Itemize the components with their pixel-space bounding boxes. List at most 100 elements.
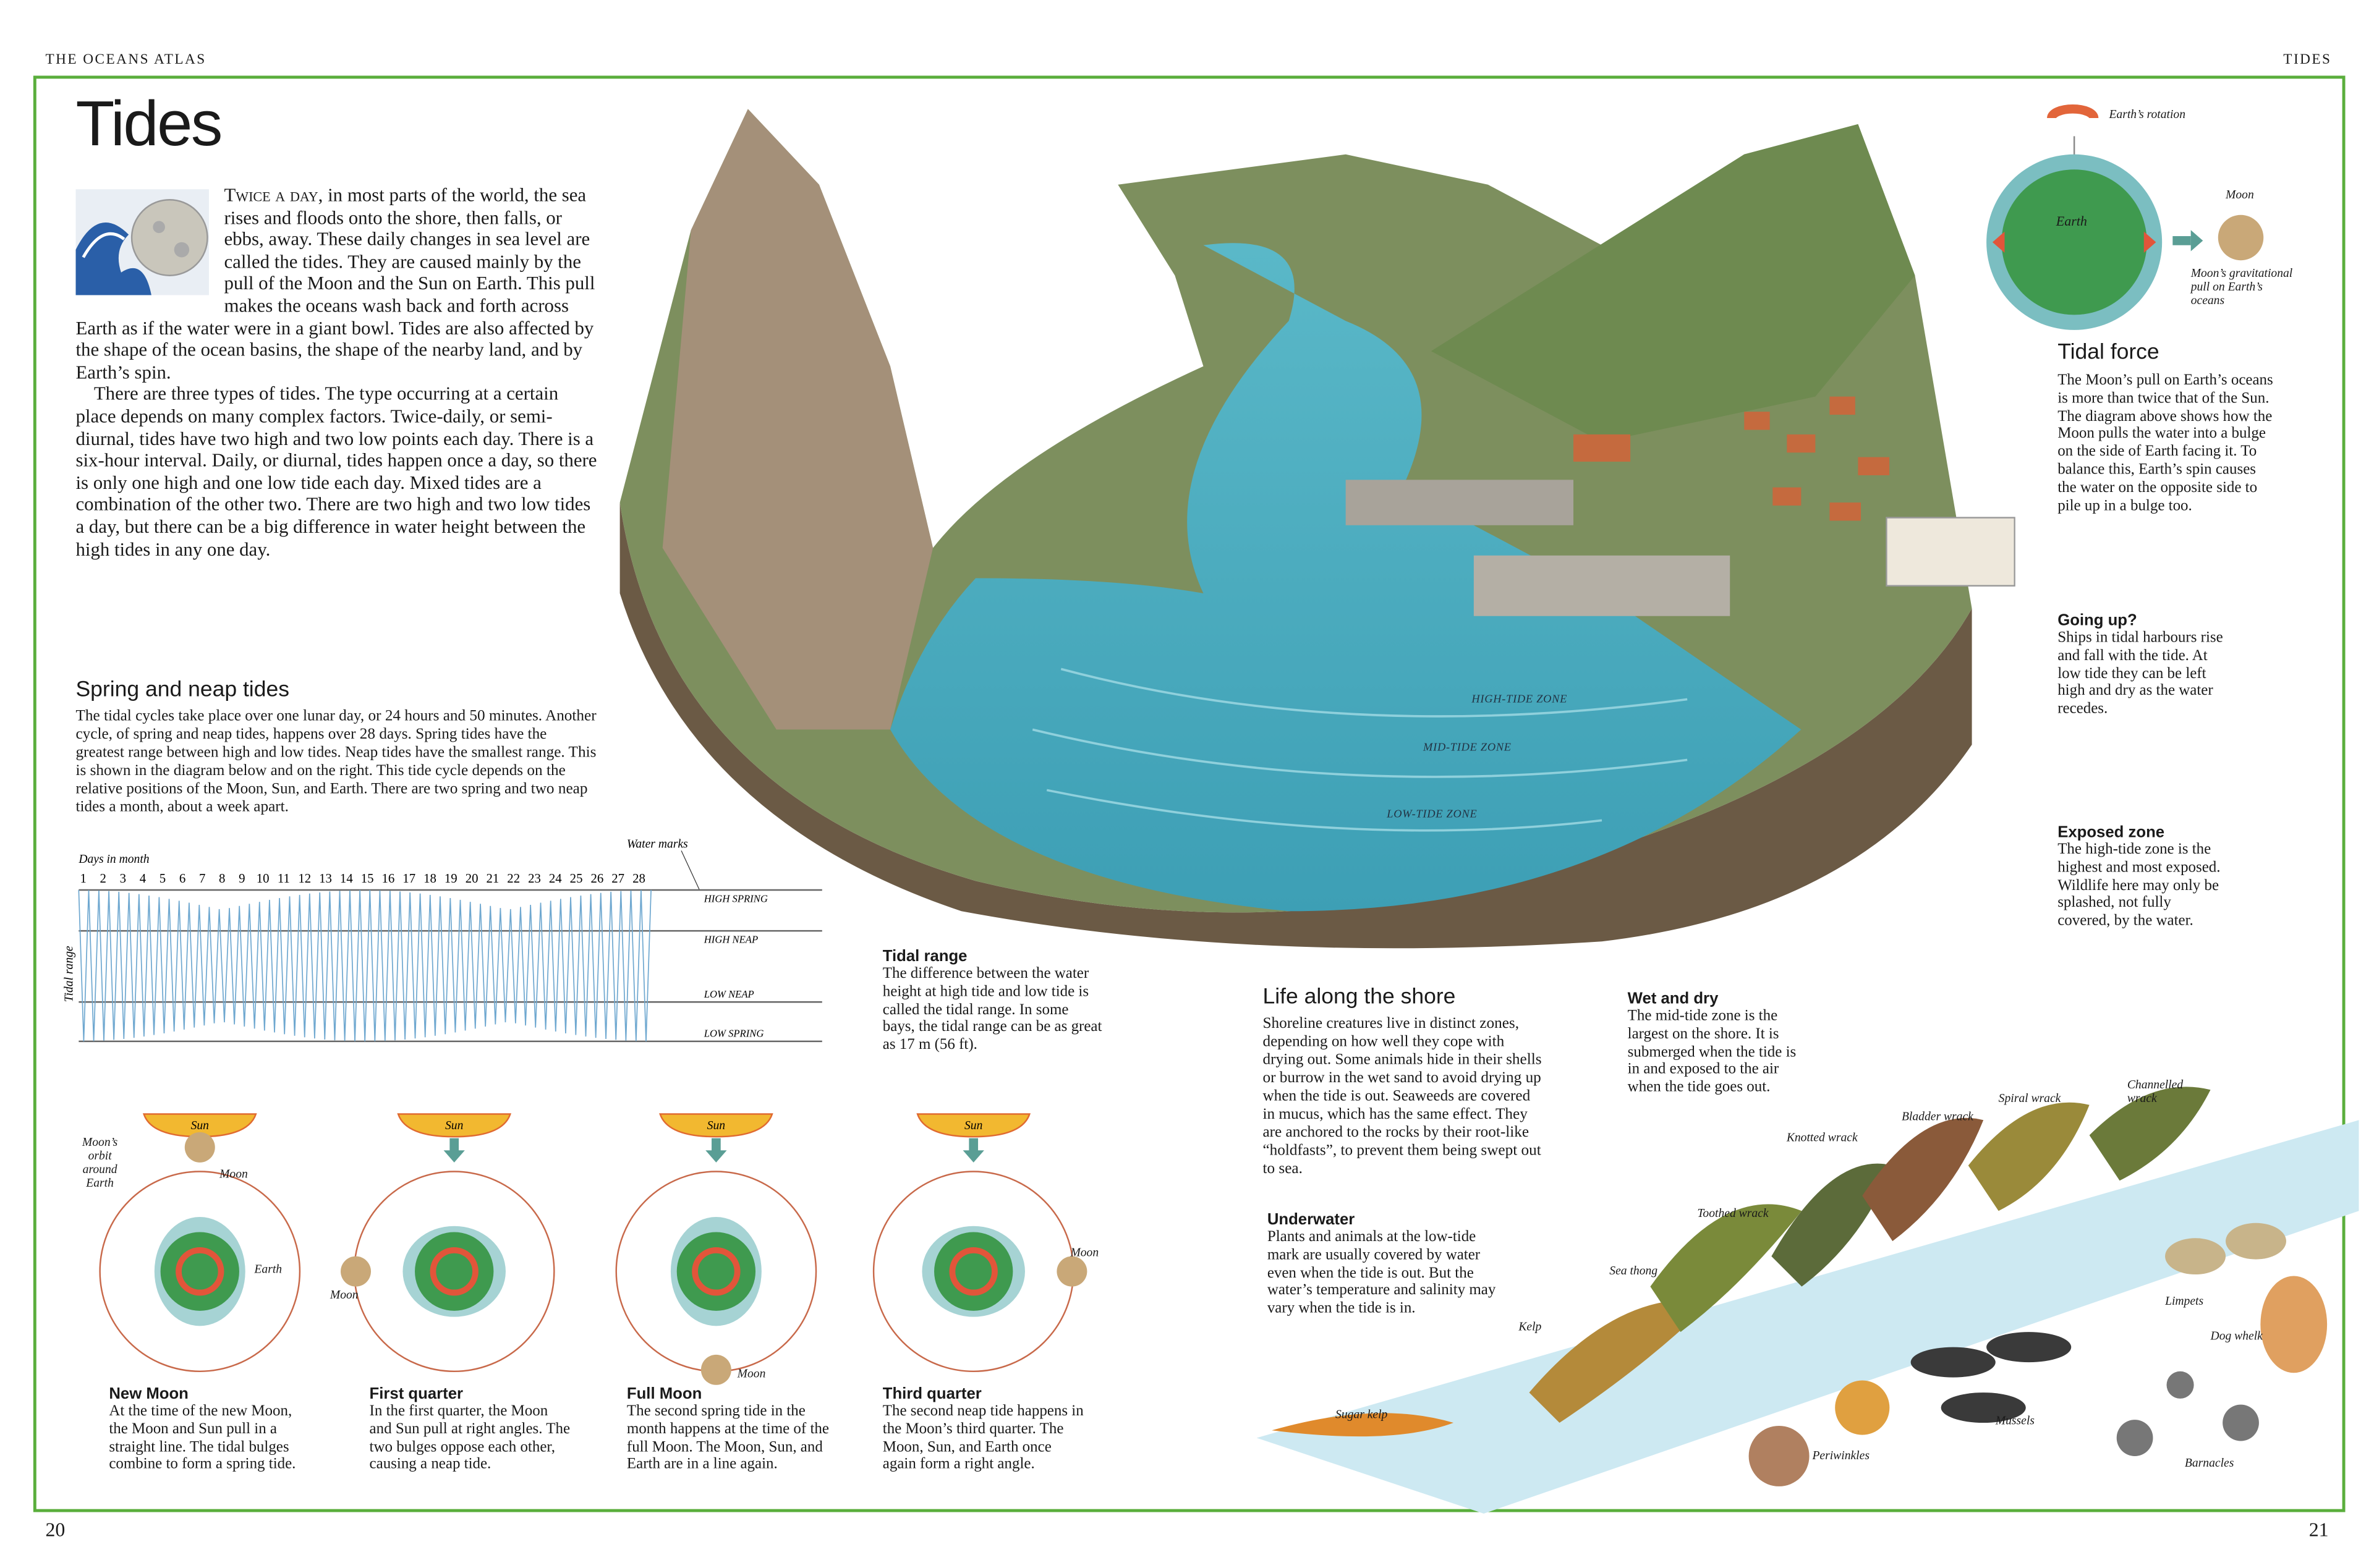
moon-label-4: Moon <box>1070 1245 1099 1260</box>
going-up-caption: Going up? Ships in tidal harbours rise a… <box>2057 611 2223 718</box>
x-tick-label: 19 <box>445 871 457 886</box>
zone-high: HIGH-TIDE ZONE <box>1471 692 1568 706</box>
tidal-force-diagram <box>1986 104 2264 330</box>
pull-arrow-icon <box>443 1138 465 1163</box>
x-tick-label: 4 <box>140 871 147 886</box>
earth-label: Earth <box>254 1262 283 1276</box>
water-mark-label: LOW NEAP <box>704 988 754 1000</box>
water-mark-label: HIGH NEAP <box>704 934 758 946</box>
earth-icon <box>160 1232 239 1311</box>
spring-neap-heading: Spring and neap tides <box>75 678 289 703</box>
x-tick-label: 28 <box>632 871 645 886</box>
water-mark-label: LOW SPRING <box>704 1028 764 1040</box>
x-tick-label: 25 <box>570 871 583 886</box>
x-tick-label: 17 <box>402 871 415 886</box>
x-tick-label: 27 <box>611 871 624 886</box>
earth-label-right: Earth <box>2056 213 2087 229</box>
x-tick-label: 12 <box>298 871 311 886</box>
sun-icon <box>916 1113 1031 1138</box>
earth-icon <box>415 1232 494 1311</box>
x-tick-label: 15 <box>361 871 374 886</box>
species-label: Toothed wrack <box>1697 1206 1769 1220</box>
moon-icon <box>700 1354 731 1385</box>
x-tick-label: 22 <box>507 871 520 886</box>
species-label: Knotted wrack <box>1786 1130 1858 1145</box>
phase-title: Third quarter <box>882 1384 982 1404</box>
page-title: Tides <box>75 88 223 159</box>
species-label: Channelled wrack <box>2127 1077 2184 1105</box>
life-text: Shoreline creatures live in distinct zon… <box>1262 1015 1542 1178</box>
rotation-arrow-icon <box>176 1247 224 1296</box>
x-tick-label: 8 <box>219 871 225 886</box>
page-number-left: 20 <box>45 1518 66 1541</box>
moon-label-2: Moon <box>330 1288 359 1302</box>
tidal-force-heading: Tidal force <box>2057 341 2159 365</box>
x-tick-label: 18 <box>423 871 436 886</box>
rotation-arrow-icon <box>949 1247 998 1296</box>
sun-label: Sun <box>964 1119 982 1132</box>
tide-curve <box>78 889 652 1041</box>
species-label: Periwinkles <box>1812 1448 1870 1462</box>
running-head-left: THE OCEANS ATLAS <box>45 53 206 69</box>
page-number-right: 21 <box>2308 1518 2329 1541</box>
orbit-label: Moon’s orbit around Earth <box>82 1135 118 1190</box>
moon-label-3: Moon <box>737 1367 766 1381</box>
leader-line <box>681 850 700 891</box>
sun-label: Sun <box>445 1119 463 1132</box>
running-head-right: TIDES <box>2283 53 2332 69</box>
sun-icon <box>659 1113 773 1138</box>
moon-label-right: Moon <box>2226 187 2254 201</box>
x-tick-label: 14 <box>340 871 353 886</box>
water-marks-label: Water marks <box>627 837 688 850</box>
phase-text: In the first quarter, the Moon and Sun p… <box>369 1403 571 1473</box>
underwater-caption: Underwater Plants and animals at the low… <box>1267 1211 1496 1318</box>
exposed-zone-caption: Exposed zone The high-tide zone is the h… <box>2057 823 2221 930</box>
x-tick-label: 24 <box>549 871 562 886</box>
x-tick-label: 7 <box>199 871 205 886</box>
rotation-arrow-icon <box>430 1247 479 1296</box>
earth-icon <box>934 1232 1013 1311</box>
phase-title: First quarter <box>369 1384 464 1404</box>
pull-label: Moon’s gravitational pull on Earth’s oce… <box>2190 266 2293 308</box>
rotation-arrow-icon <box>692 1247 741 1296</box>
water-mark-label: HIGH SPRING <box>704 893 768 905</box>
rotation-label: Earth’s rotation <box>2109 107 2186 121</box>
life-heading: Life along the shore <box>1262 985 1456 1010</box>
x-tick-label: 1 <box>80 871 86 886</box>
species-label: Limpets <box>2165 1294 2204 1308</box>
pull-arrow-icon <box>705 1138 727 1163</box>
x-tick-label: 20 <box>466 871 479 886</box>
x-tick-label: 21 <box>487 871 500 886</box>
x-axis-title: Days in month <box>78 853 149 866</box>
x-tick-label: 26 <box>590 871 603 886</box>
x-tick-label: 5 <box>160 871 166 886</box>
sun-label: Sun <box>707 1119 725 1132</box>
earth-icon <box>676 1232 756 1311</box>
zone-low: LOW-TIDE ZONE <box>1387 807 1478 821</box>
x-tick-label: 16 <box>382 871 395 886</box>
wet-dry-caption: Wet and dry The mid-tide zone is the lar… <box>1627 990 1797 1096</box>
shore-creatures-illustration <box>1256 1087 2359 1514</box>
species-label: Mussels <box>1995 1413 2035 1428</box>
y-axis-title: Tidal range <box>63 946 76 1002</box>
x-tick-label: 23 <box>528 871 541 886</box>
species-label: Kelp <box>1518 1320 1542 1334</box>
moon-label-1: Moon <box>219 1167 248 1181</box>
intro-text: Twice a day, in most parts of the world,… <box>75 184 597 559</box>
moon-orbit <box>99 1171 301 1373</box>
x-tick-label: 6 <box>179 871 185 886</box>
tidal-force-text: The Moon’s pull on Earth’s oceans is mor… <box>2057 372 2273 514</box>
page-frame <box>33 75 2346 1512</box>
phase-text: At the time of the new Moon, the Moon an… <box>109 1403 296 1473</box>
wave-moon-illustration <box>75 189 209 295</box>
pull-arrow-icon <box>963 1138 984 1163</box>
x-tick-label: 11 <box>278 871 290 886</box>
x-tick-label: 3 <box>120 871 126 886</box>
species-label: Spiral wrack <box>1998 1091 2061 1105</box>
species-label: Bladder wrack <box>1901 1109 1973 1124</box>
